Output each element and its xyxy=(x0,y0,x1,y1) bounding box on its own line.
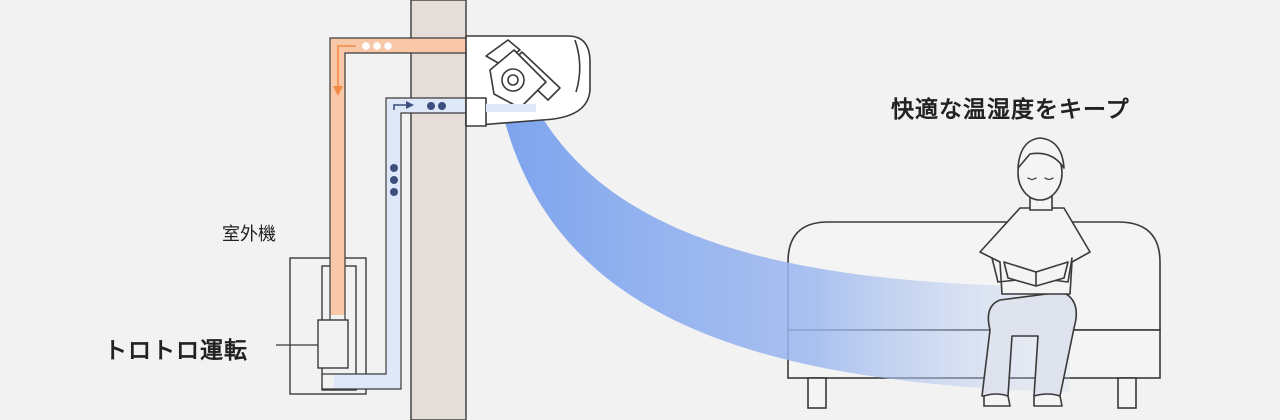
cold-pipe xyxy=(322,97,466,390)
hot-particle xyxy=(362,42,370,50)
cold-particle xyxy=(390,176,398,184)
outdoor-unit-label: 室外機 xyxy=(222,224,276,245)
wall xyxy=(410,0,467,420)
air-conditioner-icon xyxy=(465,35,591,127)
comfort-caption: 快適な温湿度をキープ xyxy=(891,97,1130,123)
person-reading-icon xyxy=(979,137,1091,407)
hot-pipe xyxy=(329,37,466,320)
airflow-stream xyxy=(505,114,1070,392)
slow-operation-label: トロトロ運転 xyxy=(104,338,248,364)
hot-flow-arrow xyxy=(337,45,356,92)
cold-particle xyxy=(390,188,398,196)
cold-particle xyxy=(390,164,398,172)
cold-flow-arrow xyxy=(406,101,414,109)
hot-particle xyxy=(373,42,381,50)
hot-particle xyxy=(384,42,392,50)
outdoor-unit-icon xyxy=(289,257,367,395)
cold-particle xyxy=(427,102,435,110)
cold-particle xyxy=(438,102,446,110)
